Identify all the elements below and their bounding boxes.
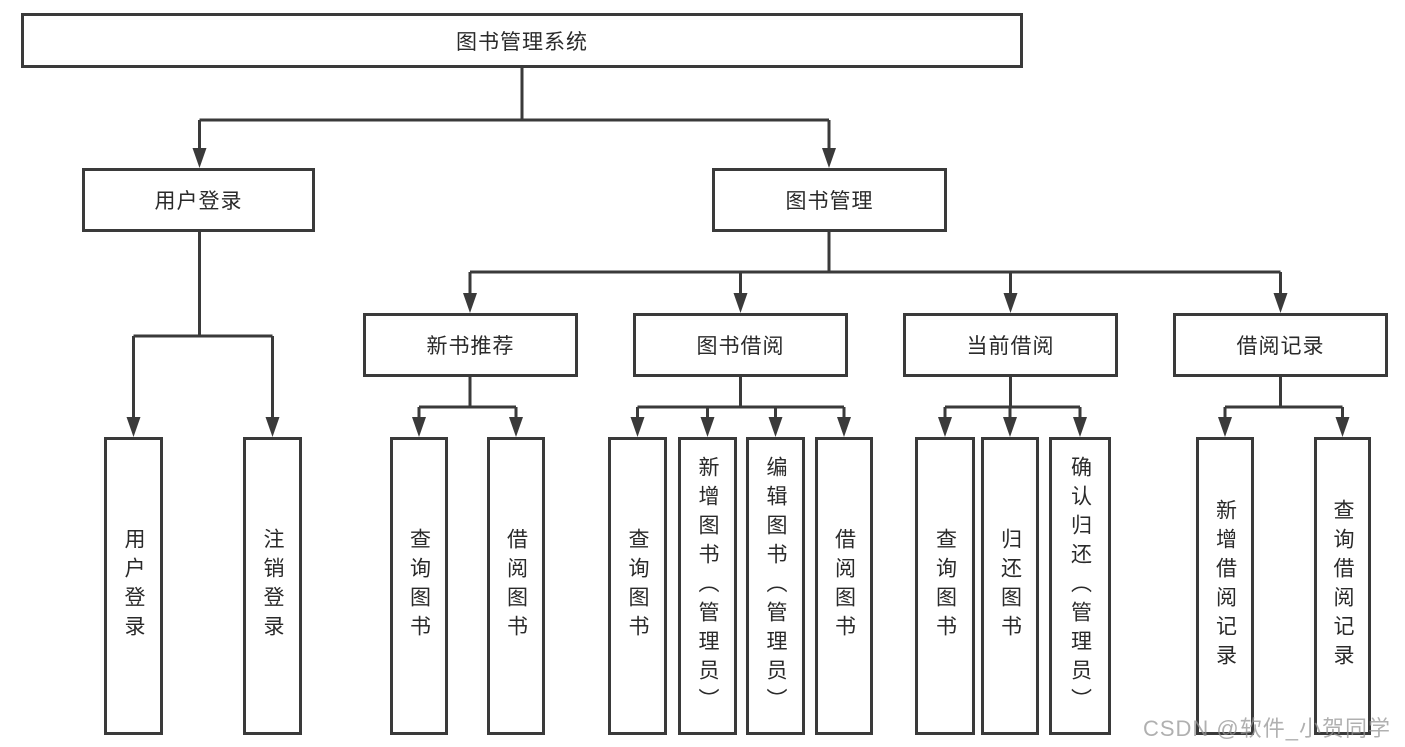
- node-leaf-add-borrow-record: 新增借阅记录: [1196, 437, 1254, 735]
- node-user-login-group-label: 用户登录: [154, 190, 243, 213]
- book-mgmt-branch-arrowheads: [463, 293, 1288, 313]
- node-user-login-group: 用户登录: [82, 168, 315, 232]
- book-mgmt-branch-connectors: [468, 232, 1282, 296]
- node-new-book-recommend-label: 新书推荐: [426, 335, 515, 358]
- node-book-management: 图书管理: [712, 168, 947, 232]
- leaf-branch-connectors: [417, 377, 1344, 420]
- node-system-root: 图书管理系统: [21, 13, 1023, 68]
- node-leaf-user-login: 用户登录: [104, 437, 163, 735]
- node-book-borrowing-label: 图书借阅: [696, 335, 785, 358]
- node-leaf-query-books-recommend-label: 查询图书: [407, 528, 431, 644]
- node-leaf-confirm-return-admin-label: 确认归还（管理员）: [1068, 455, 1092, 717]
- node-leaf-user-login-label: 用户登录: [122, 528, 145, 644]
- node-leaf-logout-label: 注销登录: [261, 528, 284, 644]
- node-leaf-query-books-borrowing: 查询图书: [608, 437, 667, 735]
- node-leaf-query-borrow-record: 查询借阅记录: [1314, 437, 1371, 735]
- node-leaf-edit-book-admin: 编辑图书（管理员）: [746, 437, 805, 735]
- node-leaf-return-book-label: 归还图书: [998, 528, 1022, 644]
- node-borrowing-records-label: 借阅记录: [1236, 335, 1325, 358]
- node-leaf-return-book: 归还图书: [981, 437, 1039, 735]
- user-login-branch-arrowheads: [126, 417, 280, 437]
- node-leaf-borrow-books-recommend-label: 借阅图书: [504, 528, 528, 644]
- node-borrowing-records: 借阅记录: [1173, 313, 1388, 377]
- node-leaf-edit-book-admin-label: 编辑图书（管理员）: [764, 455, 787, 717]
- node-new-book-recommend: 新书推荐: [363, 313, 578, 377]
- user-login-branch-connectors: [132, 232, 274, 420]
- leaf-branch-arrowheads: [412, 417, 1350, 437]
- node-leaf-query-borrow-record-label: 查询借阅记录: [1331, 499, 1354, 673]
- node-leaf-query-books-current: 查询图书: [915, 437, 975, 735]
- node-leaf-logout: 注销登录: [243, 437, 302, 735]
- node-leaf-query-books-recommend: 查询图书: [390, 437, 448, 735]
- node-current-borrowing: 当前借阅: [903, 313, 1118, 377]
- node-book-borrowing: 图书借阅: [633, 313, 848, 377]
- level1-connectors: [198, 68, 831, 152]
- node-leaf-confirm-return-admin: 确认归还（管理员）: [1049, 437, 1111, 735]
- level1-arrowheads: [192, 148, 836, 168]
- node-book-management-label: 图书管理: [785, 190, 874, 213]
- node-leaf-add-borrow-record-label: 新增借阅记录: [1213, 499, 1237, 673]
- node-leaf-borrow-books-recommend: 借阅图书: [487, 437, 545, 735]
- node-leaf-borrow-books-borrowing: 借阅图书: [815, 437, 873, 735]
- node-system-root-label: 图书管理系统: [456, 30, 588, 54]
- node-leaf-add-book-admin-label: 新增图书（管理员）: [696, 455, 719, 717]
- node-leaf-query-books-borrowing-label: 查询图书: [626, 528, 649, 644]
- node-leaf-borrow-books-borrowing-label: 借阅图书: [832, 528, 856, 644]
- node-leaf-add-book-admin: 新增图书（管理员）: [678, 437, 737, 735]
- node-leaf-query-books-current-label: 查询图书: [933, 528, 957, 644]
- node-current-borrowing-label: 当前借阅: [966, 335, 1055, 358]
